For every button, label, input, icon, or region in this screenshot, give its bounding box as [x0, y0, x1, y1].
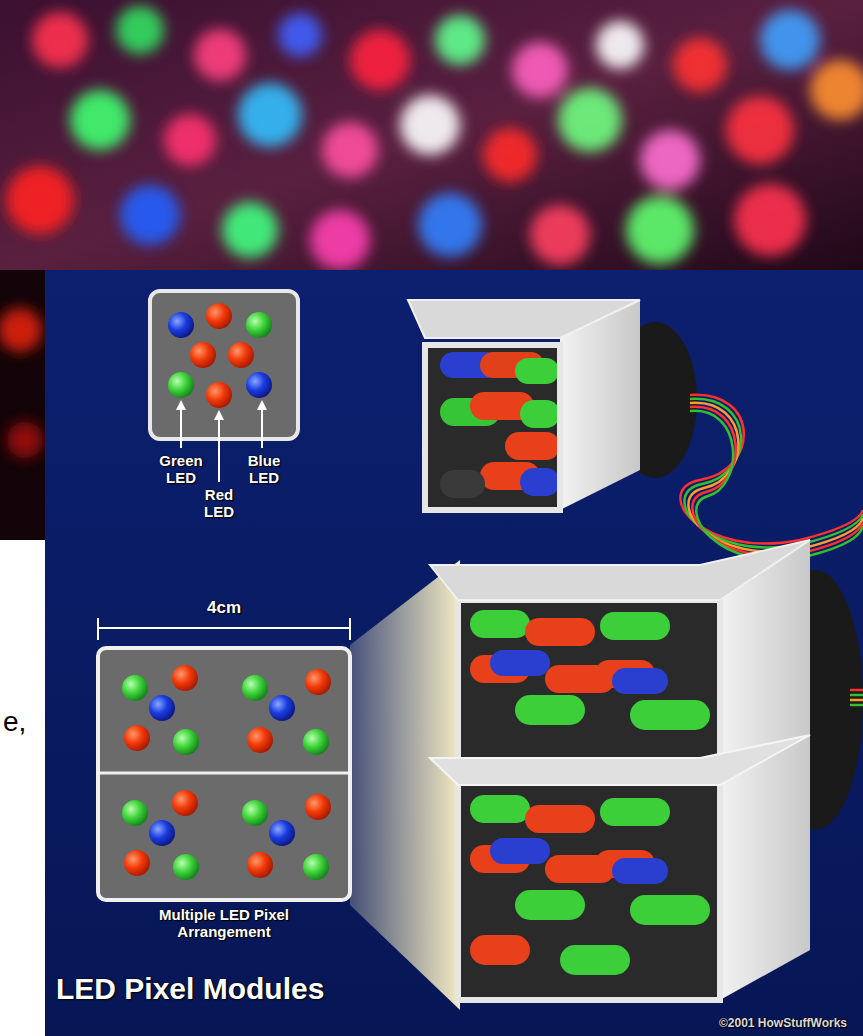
module-title: LED Pixel Modules [56, 972, 324, 1006]
led-label: Blue LED [234, 453, 294, 487]
cut-text: e, [3, 706, 43, 737]
led-label: Green LED [151, 453, 211, 487]
arrangement-caption: Multiple LED Pixel Arrangement [139, 907, 309, 941]
led-label: Red LED [189, 487, 249, 521]
dimension-label: 4cm [184, 598, 264, 617]
copyright-note: ©2001 HowStuffWorks [719, 1017, 859, 1030]
